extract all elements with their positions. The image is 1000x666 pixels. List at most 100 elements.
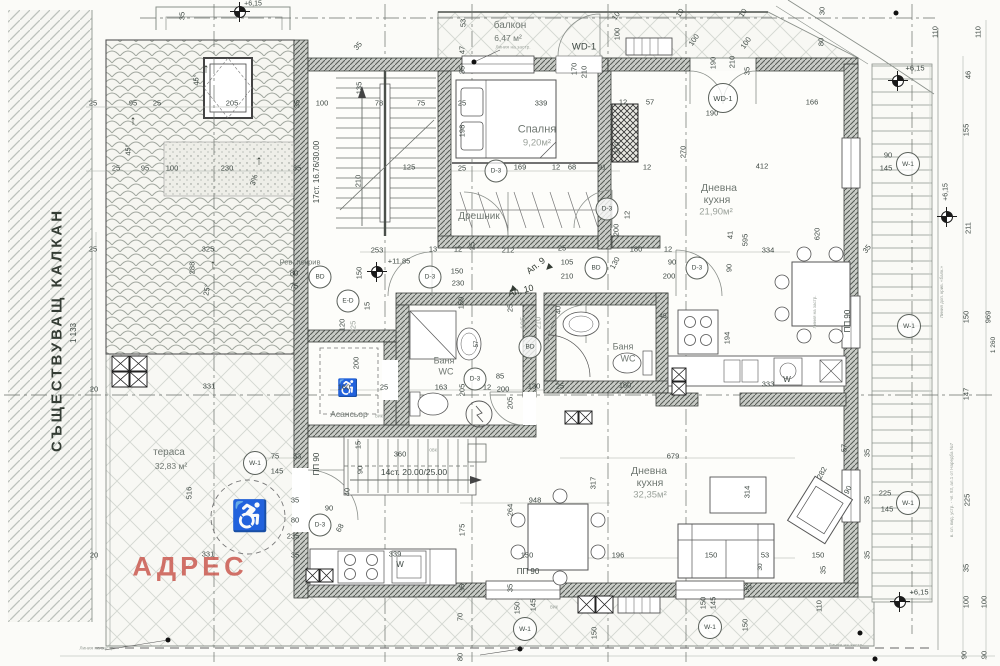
dim-label: 120 bbox=[337, 318, 347, 332]
dim-label: 135 bbox=[354, 81, 364, 95]
dim-label: 175 bbox=[457, 523, 467, 537]
dim-label: 212 bbox=[501, 245, 515, 255]
marker-wd-1: WD-1 bbox=[708, 83, 738, 113]
furniture-dining-lower bbox=[510, 488, 606, 586]
leader-lines bbox=[104, 49, 521, 656]
dim-label: 12 bbox=[622, 210, 632, 220]
stairs-lower bbox=[343, 436, 487, 496]
dim-label: 150 bbox=[512, 601, 522, 615]
dim-label: 100 bbox=[738, 35, 754, 51]
note-building-line: Линия на застр. bbox=[828, 643, 864, 649]
door-code: ПП 90 bbox=[516, 567, 540, 576]
dim-label: 90 bbox=[841, 484, 854, 496]
elevation-marker-icon bbox=[367, 262, 387, 282]
furniture-armchair bbox=[786, 475, 854, 545]
dim-label: 155 bbox=[961, 123, 971, 137]
marker-d-3: D-3 bbox=[685, 256, 709, 280]
dim-label: 35 bbox=[290, 495, 300, 505]
note-building-line: Линия на застр. bbox=[79, 646, 115, 652]
dim-label: 334 bbox=[761, 245, 775, 255]
dim-label: 25 bbox=[152, 98, 162, 108]
dim-label: 40 bbox=[553, 305, 563, 315]
dim-label: 45 bbox=[659, 312, 667, 320]
dim-label: 235 bbox=[286, 531, 300, 541]
note-building-line: Линия на застр. bbox=[811, 295, 817, 329]
dim-label: 198 bbox=[457, 124, 467, 138]
dim-label: 225 bbox=[878, 488, 892, 498]
dim-label: 46 bbox=[963, 70, 973, 80]
room-label-livingkitchen2: Дневна bbox=[631, 464, 667, 477]
dim-label: 100 bbox=[961, 595, 971, 609]
dim-label: 679 bbox=[666, 451, 680, 461]
dim-label: 91 bbox=[597, 162, 607, 172]
reference-dot bbox=[872, 656, 878, 662]
wheelchair-icon: ♿ bbox=[231, 500, 269, 533]
room-area: 6,47 м² bbox=[494, 32, 522, 43]
dim-label: 68 bbox=[567, 162, 577, 172]
note: в. сл. вид. устр. - чл. 93, ал.1 от Наре… bbox=[948, 442, 954, 538]
dim-label: кухня bbox=[703, 193, 731, 206]
dim-label: 339 bbox=[534, 98, 548, 108]
dim-label: 282 bbox=[814, 465, 829, 481]
dim-label: 100 bbox=[612, 27, 622, 41]
dim-label: 150 bbox=[961, 310, 971, 324]
dim-label: 620 bbox=[812, 227, 822, 241]
door-code: ПП 90 bbox=[312, 452, 321, 476]
room-area: 9,20м² bbox=[522, 137, 552, 149]
dim-label: W bbox=[396, 560, 404, 569]
reference-dot bbox=[857, 630, 863, 636]
dim-label: 130 bbox=[607, 255, 622, 271]
dim-label: 35 bbox=[292, 163, 302, 173]
elevation-label: +6,15 bbox=[942, 183, 950, 201]
room-label-bedroom: Спалня bbox=[517, 123, 557, 136]
dim-label: 25 bbox=[379, 382, 389, 392]
dim-label: 190 bbox=[705, 108, 719, 118]
dim-label: 200 bbox=[351, 356, 361, 370]
dim-label: 200 bbox=[611, 223, 621, 237]
dim-label: 270 bbox=[678, 145, 688, 159]
dim-label: 57 bbox=[474, 340, 480, 348]
kitchen-upper bbox=[667, 309, 847, 387]
dim-label: 41 bbox=[725, 230, 735, 240]
marker-d-3: D-3 bbox=[463, 367, 487, 391]
reference-dot bbox=[517, 646, 523, 652]
dim-label: 288 bbox=[187, 261, 197, 275]
shaft-crosshatch bbox=[611, 103, 639, 163]
dim-label: 40 bbox=[342, 487, 352, 497]
room-area: 32,83 м² bbox=[154, 460, 188, 471]
marker-w-1: W-1 bbox=[896, 491, 920, 515]
dim-label: 194 bbox=[722, 331, 732, 345]
reference-dot bbox=[893, 10, 899, 16]
dim-label: 12 bbox=[618, 97, 628, 107]
dim-label: 150 bbox=[456, 296, 466, 310]
dim-label: 130 bbox=[527, 381, 541, 391]
dim-label: 35 bbox=[290, 550, 300, 560]
dim-label: 210 bbox=[560, 271, 574, 281]
furniture-side-table bbox=[709, 476, 767, 514]
dim-label: 150 bbox=[520, 550, 534, 560]
dim-label: 35 bbox=[292, 99, 302, 109]
reference-dot bbox=[165, 637, 171, 643]
dim-label: 100 bbox=[686, 32, 702, 48]
dim-label: 57 bbox=[839, 443, 849, 453]
dim-label: 90 bbox=[324, 503, 334, 513]
marker-w-1: W-1 bbox=[243, 451, 267, 475]
dim-label: 85 bbox=[495, 371, 505, 381]
watermark: АДРЕС bbox=[132, 551, 248, 582]
dim-label: 80 bbox=[290, 515, 300, 525]
dim-label: 95 bbox=[140, 163, 150, 173]
dim-label: 30 bbox=[756, 563, 764, 571]
dim-label: 180 bbox=[618, 380, 632, 390]
furniture-closet bbox=[456, 191, 606, 229]
dim-label: 150 bbox=[740, 618, 750, 632]
room-label-livingkitchen1: Дневна bbox=[701, 181, 737, 194]
furniture-bed bbox=[455, 79, 557, 159]
shaft-x-boxes bbox=[111, 355, 687, 583]
ac-units bbox=[577, 37, 673, 614]
dim-label: 80 bbox=[455, 652, 465, 662]
reference-dot bbox=[471, 59, 477, 65]
existing-building-hatch bbox=[8, 10, 140, 622]
dim-label: 35 bbox=[860, 242, 873, 255]
dim-label: 325 bbox=[201, 244, 215, 254]
